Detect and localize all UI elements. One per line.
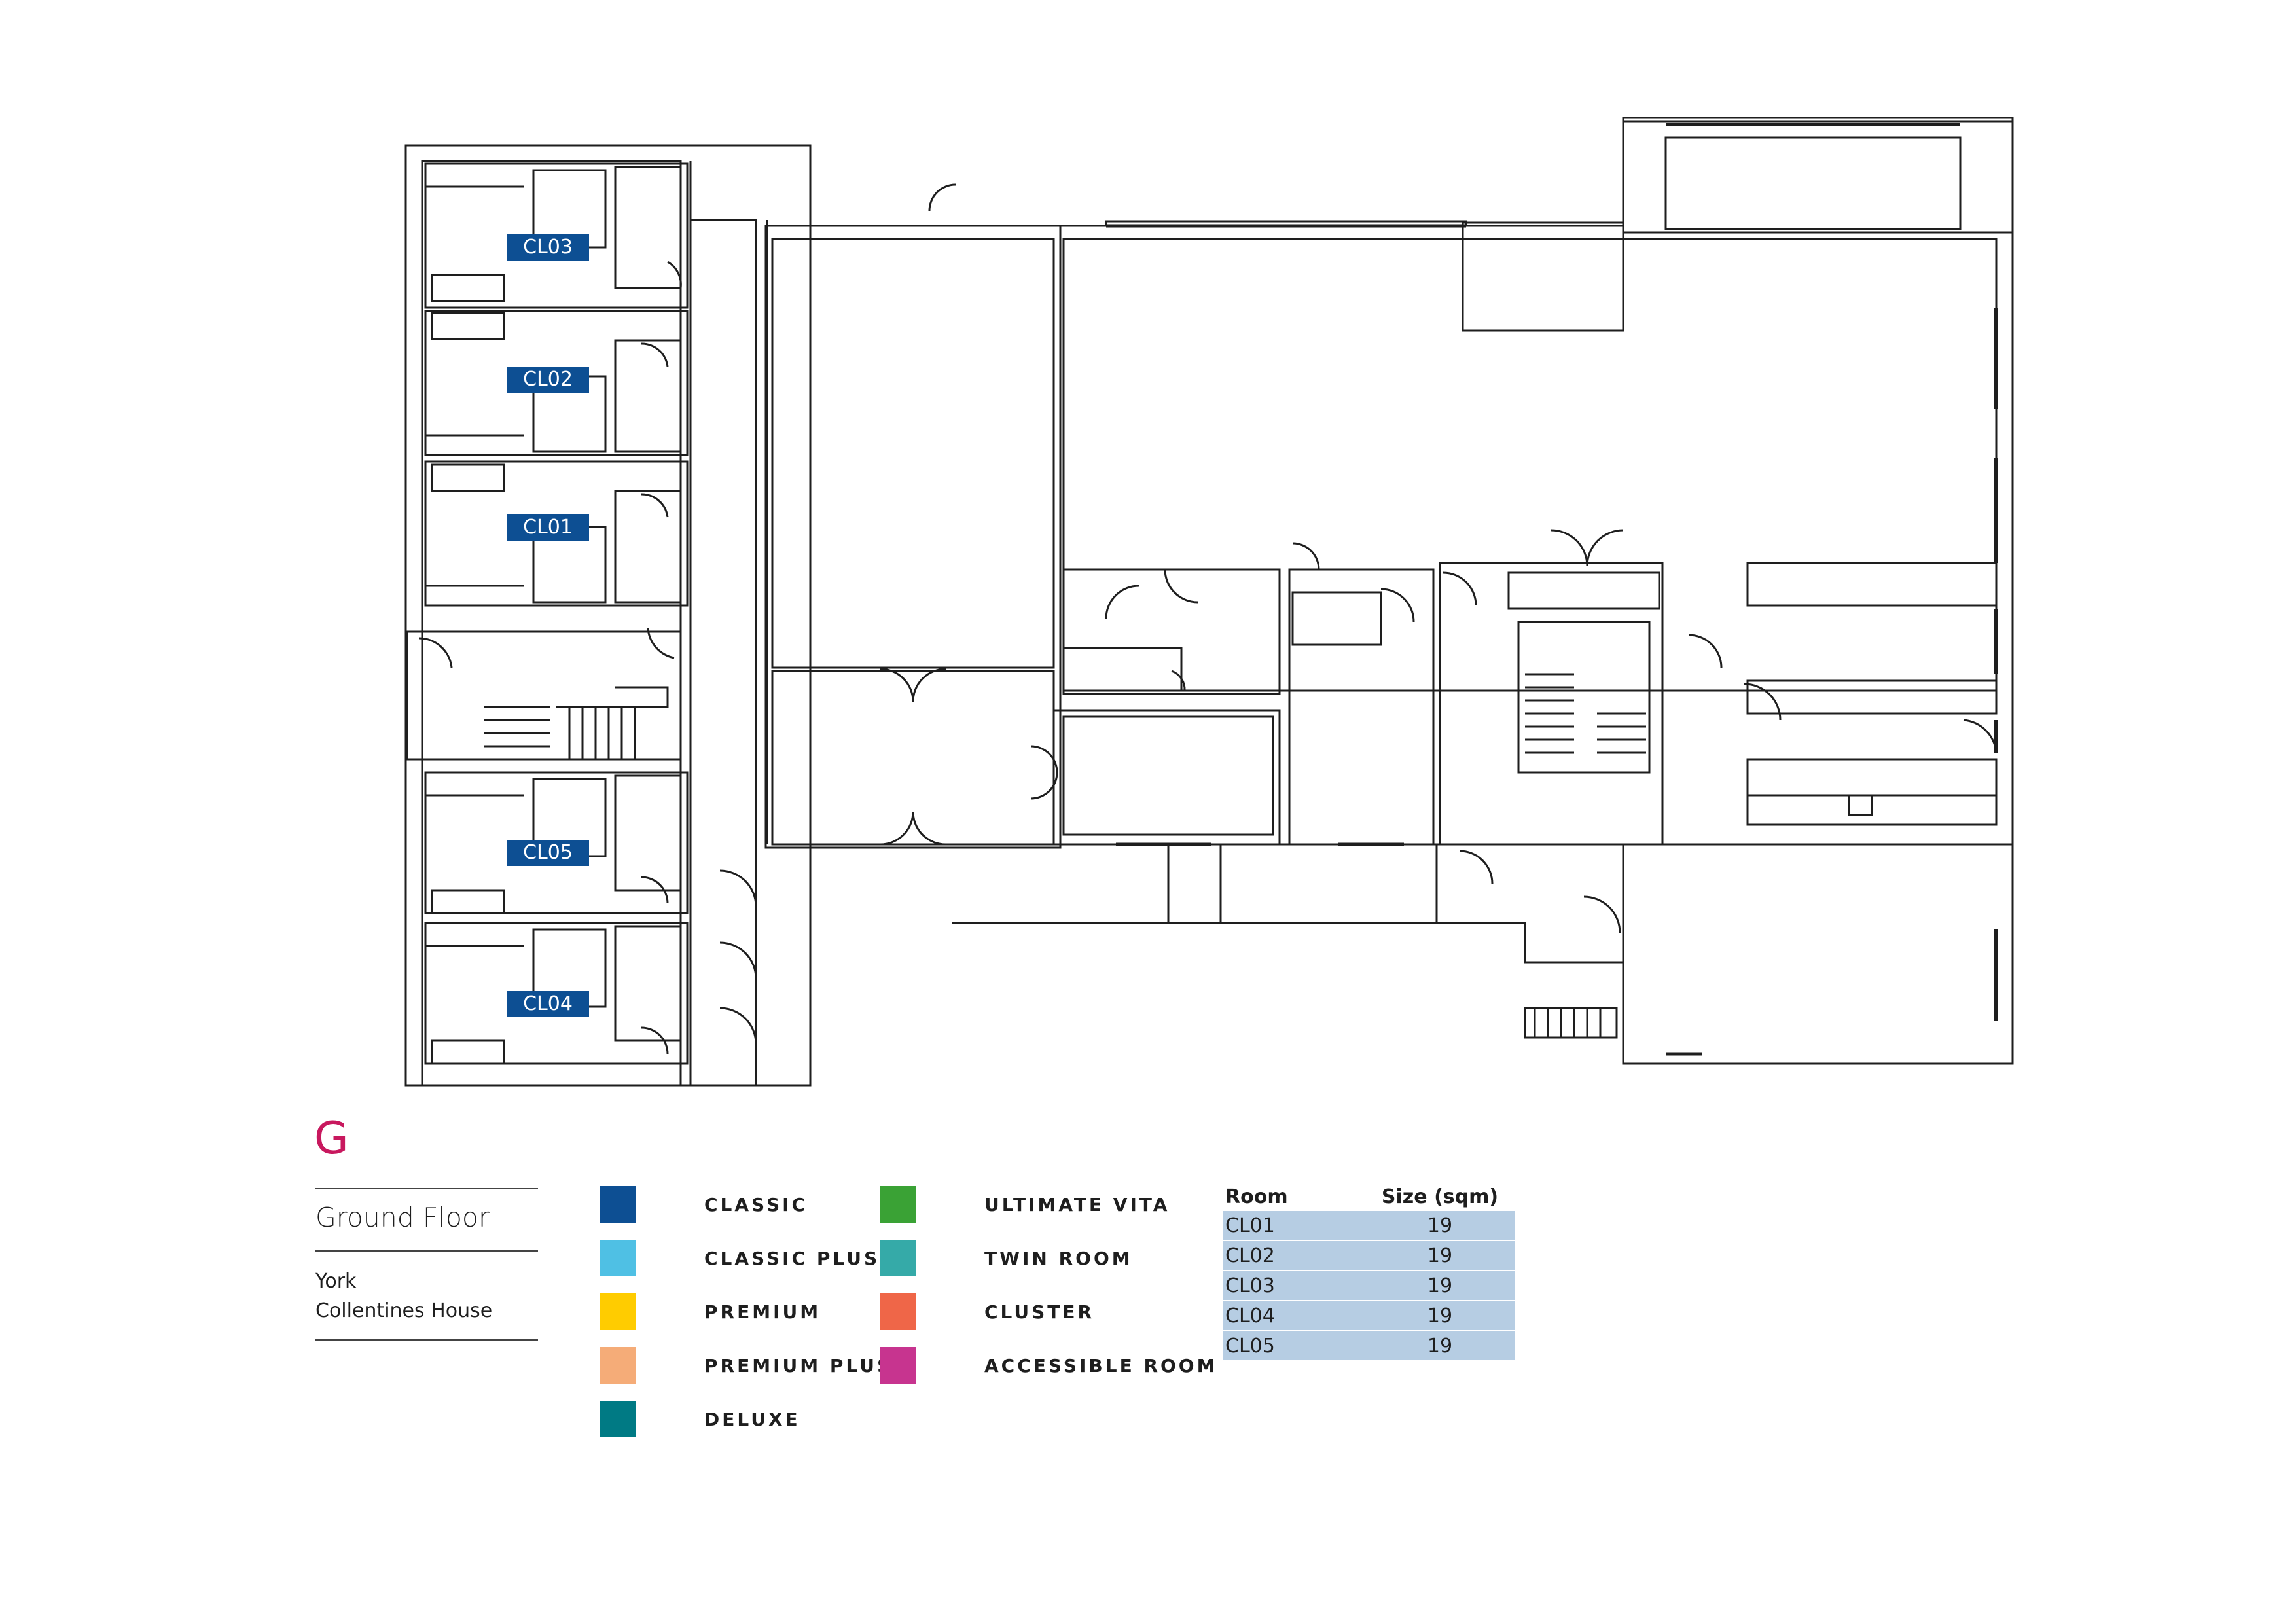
cell-size: 19	[1365, 1271, 1515, 1301]
legend-swatch	[880, 1186, 916, 1223]
lower-corridor	[952, 843, 1624, 923]
room-tag-cl05[interactable]: CL05	[507, 840, 589, 866]
room-tag-cl02[interactable]: CL02	[507, 367, 589, 393]
legend-item-accessible-room: ACCESSIBLE ROOM	[880, 1347, 1217, 1384]
entrance-steps	[1524, 1007, 1618, 1039]
site-city: York	[315, 1270, 357, 1293]
corridor-left	[689, 219, 757, 1087]
service-room-b	[1052, 709, 1281, 846]
bedroom-cl03	[424, 162, 689, 309]
east-room	[1622, 843, 2014, 1065]
legend-item-premium: PREMIUM	[600, 1293, 821, 1330]
cell-room: CL03	[1223, 1271, 1365, 1301]
legend-item-classic: CLASSIC	[600, 1186, 808, 1223]
legend-label: ACCESSIBLE ROOM	[984, 1354, 1218, 1377]
legend-swatch	[880, 1293, 916, 1330]
legend-swatch	[880, 1347, 916, 1384]
legend-item-twin-room: TWIN ROOM	[880, 1240, 1133, 1276]
legend-swatch	[600, 1186, 636, 1223]
table-row: CL03 19	[1223, 1271, 1515, 1301]
cell-room: CL01	[1223, 1211, 1365, 1241]
table-header-row: Room Size (sqm)	[1223, 1182, 1515, 1211]
legend-item-ultimate-vita: ULTIMATE VITA	[880, 1186, 1170, 1223]
table-row: CL01 19	[1223, 1211, 1515, 1241]
bedroom-cl05	[424, 771, 689, 914]
room-size-table: Room Size (sqm) CL01 19 CL02 19 CL03 19 …	[1223, 1182, 1515, 1362]
legend-item-cluster: CLUSTER	[880, 1293, 1094, 1330]
legend-item-classic-plus: CLASSIC PLUS	[600, 1240, 880, 1276]
cell-size: 19	[1365, 1211, 1515, 1241]
table-row: CL02 19	[1223, 1240, 1515, 1271]
legend-swatch	[880, 1240, 916, 1276]
header-size: Size (sqm)	[1381, 1185, 1499, 1208]
cell-room: CL05	[1223, 1331, 1365, 1362]
cell-size: 19	[1365, 1331, 1515, 1362]
legend-item-premium-plus: PREMIUM PLUS	[600, 1347, 893, 1384]
legend-label: CLASSIC PLUS	[704, 1247, 880, 1269]
site-house: Collentines House	[315, 1299, 493, 1322]
divider	[315, 1339, 538, 1341]
legend-label: DELUXE	[704, 1408, 800, 1430]
table-row: CL05 19	[1223, 1331, 1515, 1362]
legend-label: TWIN ROOM	[984, 1247, 1133, 1269]
floor-letter: G	[314, 1113, 349, 1164]
legend-label: PREMIUM	[704, 1301, 821, 1323]
stair-core	[1439, 562, 1664, 846]
legend-swatch	[600, 1401, 636, 1437]
main-hall-outline	[766, 120, 2014, 1065]
left-wing-outline	[404, 144, 812, 1087]
cell-room: CL02	[1223, 1240, 1365, 1271]
bedroom-cl01	[424, 460, 689, 607]
divider	[315, 1188, 538, 1189]
cell-size: 19	[1365, 1240, 1515, 1271]
left-wing-inner	[421, 160, 682, 1087]
legend-swatch	[600, 1240, 636, 1276]
legend-label: PREMIUM PLUS	[704, 1354, 893, 1377]
room-tag-cl01[interactable]: CL01	[507, 514, 589, 541]
table-row: CL04 19	[1223, 1301, 1515, 1331]
bedroom-cl02	[424, 310, 689, 456]
stair-hall	[406, 630, 682, 761]
legend-label: CLASSIC	[704, 1193, 808, 1216]
service-room-a	[1062, 568, 1281, 695]
floor-name: Ground Floor	[315, 1202, 490, 1233]
bedroom-cl04	[424, 922, 689, 1065]
legend-label: CLUSTER	[984, 1301, 1095, 1323]
room-tag-cl04[interactable]: CL04	[507, 991, 589, 1017]
divider	[315, 1250, 538, 1252]
cell-room: CL04	[1223, 1301, 1365, 1331]
legend-label: ULTIMATE VITA	[984, 1193, 1170, 1216]
legend-swatch	[600, 1347, 636, 1384]
cell-size: 19	[1365, 1301, 1515, 1331]
room-tag-cl03[interactable]: CL03	[507, 234, 589, 261]
legend-swatch	[600, 1293, 636, 1330]
legend-item-deluxe: DELUXE	[600, 1401, 800, 1437]
header-room: Room	[1225, 1185, 1288, 1208]
